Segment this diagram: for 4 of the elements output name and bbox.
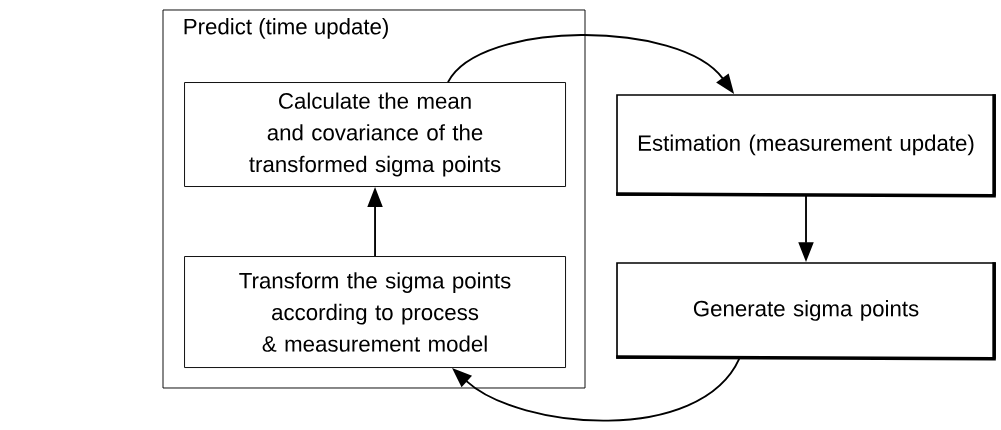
- process-box: Transform the sigma points according to process & measurement model: [184, 256, 566, 368]
- process-box: Calculate the mean and covariance of the transformed sigma points: [184, 82, 566, 187]
- process-box: Estimation (measurement update): [616, 94, 996, 198]
- process-box: Generate sigma points: [616, 262, 996, 361]
